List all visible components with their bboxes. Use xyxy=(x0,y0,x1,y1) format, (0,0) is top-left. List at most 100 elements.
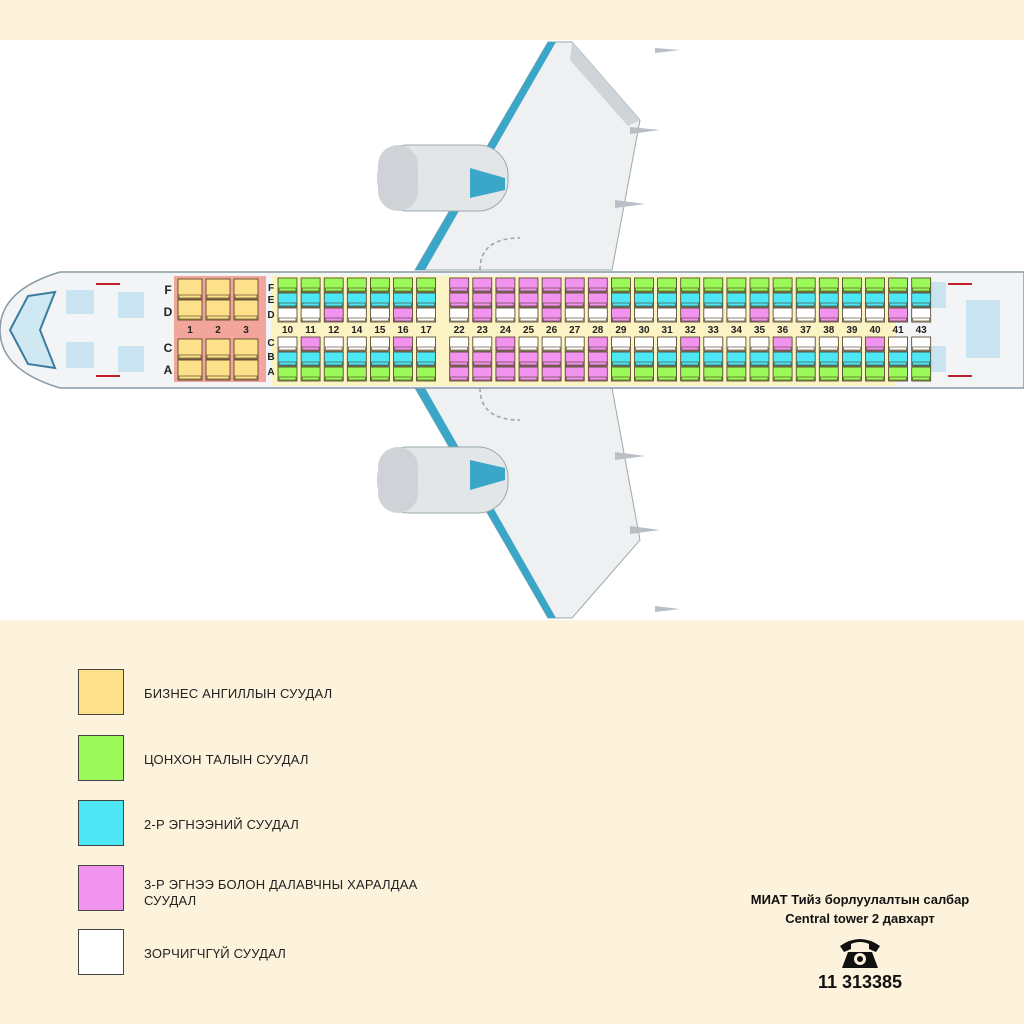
seat-39D[interactable] xyxy=(842,307,862,323)
seat-2F[interactable] xyxy=(205,278,231,300)
seat-22E[interactable] xyxy=(449,292,470,308)
seat-40B[interactable] xyxy=(865,351,885,367)
seat-27C[interactable] xyxy=(564,336,585,352)
seat-33B[interactable] xyxy=(703,351,724,367)
seat-35D[interactable] xyxy=(749,307,770,323)
seat-36A[interactable] xyxy=(772,366,793,382)
seat-25B[interactable] xyxy=(518,351,539,367)
seat-12B[interactable] xyxy=(323,351,344,367)
seat-39C[interactable] xyxy=(842,336,862,352)
seat-11A[interactable] xyxy=(300,366,321,382)
seat-11E[interactable] xyxy=(300,292,321,308)
seat-40C[interactable] xyxy=(865,336,885,352)
seat-41A[interactable] xyxy=(888,366,908,382)
seat-23B[interactable] xyxy=(472,351,493,367)
seat-11C[interactable] xyxy=(300,336,321,352)
seat-26F[interactable] xyxy=(541,277,562,293)
seat-39F[interactable] xyxy=(842,277,862,293)
seat-23C[interactable] xyxy=(472,336,493,352)
seat-12E[interactable] xyxy=(323,292,344,308)
seat-34F[interactable] xyxy=(726,277,747,293)
seat-23A[interactable] xyxy=(472,366,493,382)
seat-43F[interactable] xyxy=(911,277,932,293)
seat-16F[interactable] xyxy=(393,277,413,293)
seat-31A[interactable] xyxy=(657,366,677,382)
seat-11D[interactable] xyxy=(300,307,321,323)
seat-34D[interactable] xyxy=(726,307,747,323)
seat-37F[interactable] xyxy=(795,277,816,293)
seat-34C[interactable] xyxy=(726,336,747,352)
seat-22F[interactable] xyxy=(449,277,470,293)
seat-38E[interactable] xyxy=(818,292,839,308)
seat-31F[interactable] xyxy=(657,277,677,293)
seat-14A[interactable] xyxy=(346,366,367,382)
seat-36D[interactable] xyxy=(772,307,793,323)
seat-39A[interactable] xyxy=(842,366,862,382)
seat-24E[interactable] xyxy=(495,292,516,308)
seat-25C[interactable] xyxy=(518,336,539,352)
seat-39B[interactable] xyxy=(842,351,862,367)
seat-12F[interactable] xyxy=(323,277,344,293)
seat-10E[interactable] xyxy=(277,292,298,308)
seat-17A[interactable] xyxy=(416,366,437,382)
seat-34B[interactable] xyxy=(726,351,747,367)
seat-38A[interactable] xyxy=(818,366,839,382)
seat-17C[interactable] xyxy=(416,336,437,352)
seat-17E[interactable] xyxy=(416,292,437,308)
seat-37D[interactable] xyxy=(795,307,816,323)
seat-16E[interactable] xyxy=(393,292,413,308)
seat-37C[interactable] xyxy=(795,336,816,352)
seat-43A[interactable] xyxy=(911,366,932,382)
seat-41E[interactable] xyxy=(888,292,908,308)
seat-30F[interactable] xyxy=(634,277,654,293)
seat-27B[interactable] xyxy=(564,351,585,367)
seat-11F[interactable] xyxy=(300,277,321,293)
seat-26D[interactable] xyxy=(541,307,562,323)
seat-3D[interactable] xyxy=(233,299,259,321)
seat-29B[interactable] xyxy=(611,351,631,367)
seat-17B[interactable] xyxy=(416,351,437,367)
seat-22D[interactable] xyxy=(449,307,470,323)
seat-31C[interactable] xyxy=(657,336,677,352)
seat-25E[interactable] xyxy=(518,292,539,308)
seat-26C[interactable] xyxy=(541,336,562,352)
seat-40D[interactable] xyxy=(865,307,885,323)
seat-29C[interactable] xyxy=(611,336,631,352)
seat-40A[interactable] xyxy=(865,366,885,382)
seat-25F[interactable] xyxy=(518,277,539,293)
seat-41F[interactable] xyxy=(888,277,908,293)
seat-12C[interactable] xyxy=(323,336,344,352)
seat-36C[interactable] xyxy=(772,336,793,352)
seat-10C[interactable] xyxy=(277,336,298,352)
seat-35F[interactable] xyxy=(749,277,770,293)
seat-3A[interactable] xyxy=(233,359,259,381)
seat-41C[interactable] xyxy=(888,336,908,352)
seat-32D[interactable] xyxy=(680,307,701,323)
seat-15F[interactable] xyxy=(369,277,390,293)
seat-35B[interactable] xyxy=(749,351,770,367)
seat-25A[interactable] xyxy=(518,366,539,382)
seat-17D[interactable] xyxy=(416,307,437,323)
seat-15B[interactable] xyxy=(369,351,390,367)
seat-25D[interactable] xyxy=(518,307,539,323)
seat-41B[interactable] xyxy=(888,351,908,367)
seat-43D[interactable] xyxy=(911,307,932,323)
seat-12A[interactable] xyxy=(323,366,344,382)
seat-24D[interactable] xyxy=(495,307,516,323)
seat-41D[interactable] xyxy=(888,307,908,323)
seat-43B[interactable] xyxy=(911,351,932,367)
seat-30B[interactable] xyxy=(634,351,654,367)
seat-1F[interactable] xyxy=(177,278,203,300)
seat-37E[interactable] xyxy=(795,292,816,308)
seat-22B[interactable] xyxy=(449,351,470,367)
seat-15C[interactable] xyxy=(369,336,390,352)
seat-36E[interactable] xyxy=(772,292,793,308)
seat-10D[interactable] xyxy=(277,307,298,323)
seat-43E[interactable] xyxy=(911,292,932,308)
seat-16A[interactable] xyxy=(393,366,413,382)
seat-26B[interactable] xyxy=(541,351,562,367)
seat-15A[interactable] xyxy=(369,366,390,382)
seat-14B[interactable] xyxy=(346,351,367,367)
seat-23F[interactable] xyxy=(472,277,493,293)
seat-3F[interactable] xyxy=(233,278,259,300)
